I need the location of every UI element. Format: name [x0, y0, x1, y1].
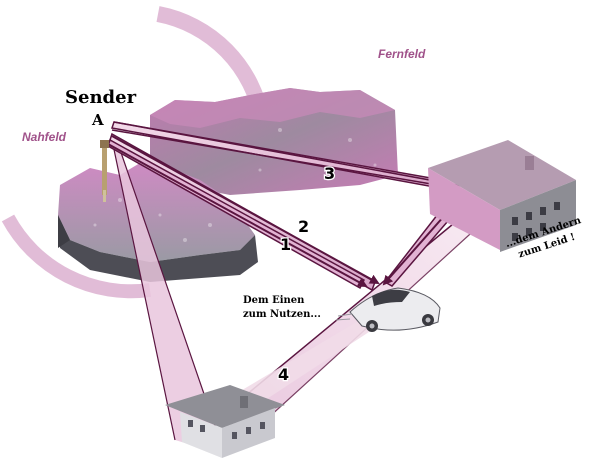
terrain-block	[58, 88, 398, 282]
path-4-number: 4	[278, 365, 289, 384]
sender-label: Sender	[65, 87, 137, 108]
house-bottom	[165, 385, 285, 458]
car-caption-line2: zum Nutzen...	[243, 309, 321, 320]
car	[335, 287, 441, 332]
near-field-label: Nahfeld	[22, 130, 67, 144]
path-2-number: 2	[298, 217, 309, 236]
car-reflection-beam	[232, 320, 372, 410]
direct-beam-lower	[112, 138, 225, 455]
far-field-label: Fernfeld	[378, 47, 426, 61]
house-right	[428, 140, 576, 252]
car-caption-line1: Dem Einen	[243, 295, 305, 306]
sender-antenna	[100, 140, 109, 202]
path-1-number: 1	[280, 235, 291, 254]
path-3-number: 3	[324, 164, 335, 183]
antenna-point-label: A	[91, 111, 104, 129]
near-field-arc-lower	[1, 214, 151, 299]
